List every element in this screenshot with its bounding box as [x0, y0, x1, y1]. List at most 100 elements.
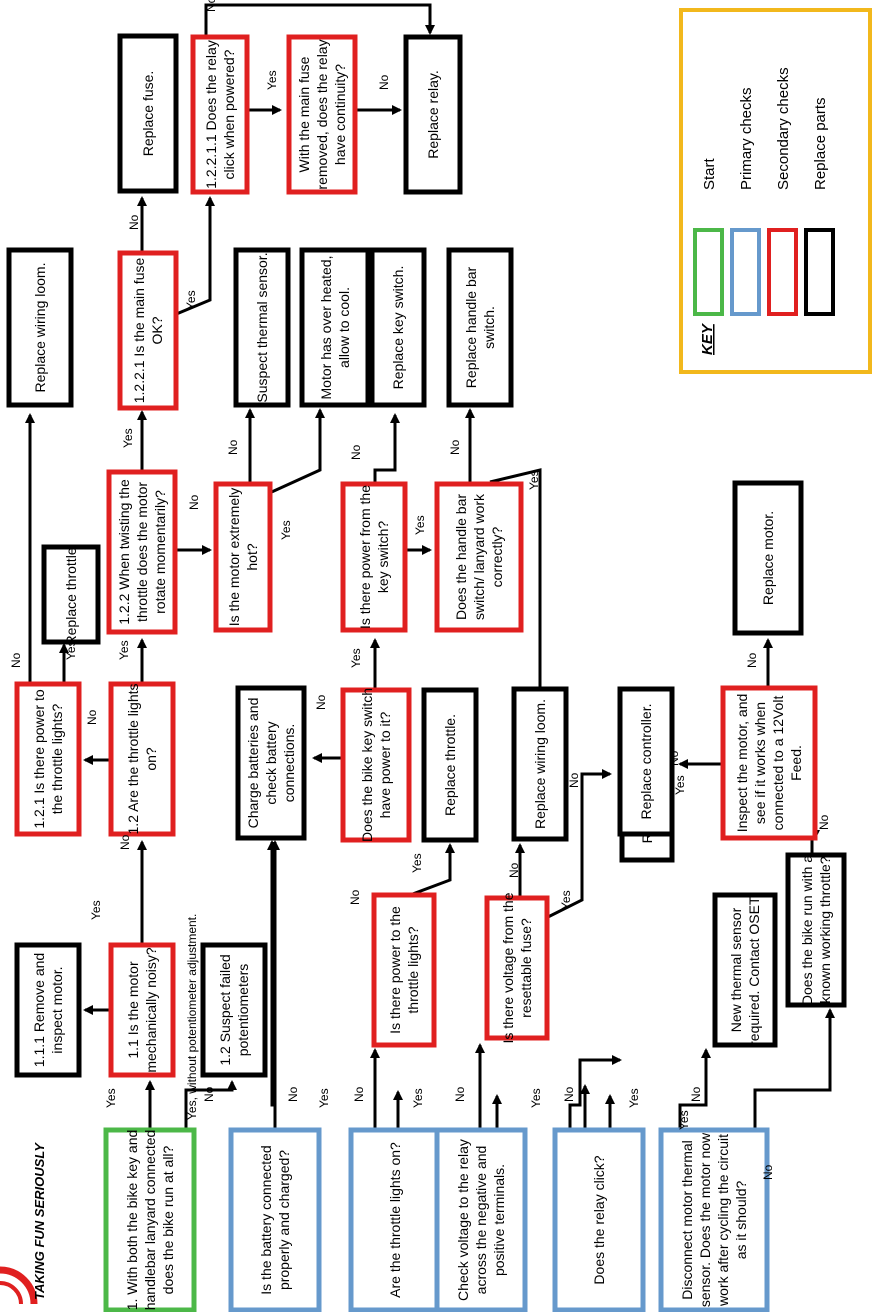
node-text: Motor has over heated,allow to cool. — [318, 256, 352, 400]
node-text-line: 1.2.2.1.1 Does the relay — [203, 40, 219, 189]
node-replace-motor: Replace motor. — [732, 480, 804, 636]
node-text-line: Does the bike key switch — [359, 688, 375, 842]
edge-label: No — [204, 0, 218, 12]
node-text: Does the relay click? — [591, 1155, 607, 1284]
edge-label: Yes — [317, 1088, 331, 1108]
node-box — [421, 687, 479, 843]
node-box — [41, 544, 101, 645]
node-text-line: 1.2.2.1 Is the main fuse — [131, 258, 147, 404]
flow-arrow — [204, 3, 435, 37]
node-text-line: Disconnect motor thermal — [679, 1140, 695, 1300]
edge-label: No — [507, 862, 521, 878]
node-box — [340, 481, 408, 633]
flow-arrow — [568, 1055, 622, 1130]
node-text: Replace controller. — [638, 704, 654, 820]
node-box — [552, 1127, 646, 1312]
edge-label: Yes — [627, 1088, 641, 1108]
edge-label: Yes — [265, 70, 279, 90]
node-box — [108, 942, 176, 1078]
flow-arrow — [409, 843, 455, 897]
node-text-line: Replace handle bar — [463, 266, 479, 388]
node-text-line: switch. — [481, 306, 497, 349]
node-box — [617, 686, 675, 837]
node-text-line: Is there voltage from the — [500, 892, 516, 1043]
node-over-heated: Motor has over heated,allow to cool. — [299, 247, 371, 408]
edge-label: Yes — [559, 890, 573, 910]
node-replace-throttle-b: Replace throttle. — [421, 687, 479, 843]
node-text-line: Replace key switch. — [390, 266, 406, 390]
edge-label: Yes — [349, 648, 363, 668]
edge-label: No — [448, 439, 462, 455]
legend-title: KEY — [699, 322, 716, 355]
node-text-line: see if it works when — [752, 702, 768, 824]
node-box — [732, 480, 804, 636]
node-text: Replace wiring loom. — [32, 263, 48, 393]
node-box — [369, 247, 427, 408]
node-text-line: Replace fuse. — [140, 71, 156, 157]
node-box — [213, 481, 273, 633]
legend: KEY Start Primary checks Secondary check… — [679, 8, 872, 374]
node-box — [190, 34, 250, 195]
node-text-line: check battery — [263, 721, 279, 804]
node-text-line: Replace relay. — [425, 70, 441, 158]
node-box — [658, 1127, 770, 1312]
legend-replace-swatch — [804, 228, 835, 316]
node-box — [14, 681, 82, 837]
flow-arrow — [753, 1008, 835, 1130]
edge-label: No — [118, 834, 132, 850]
edge-label: No — [286, 1086, 300, 1102]
legend-start-swatch — [693, 228, 724, 316]
node-box — [117, 250, 179, 411]
node-box — [511, 686, 569, 842]
node-text: Replace motor. — [760, 511, 776, 605]
node-text-line: removed, does the relay — [314, 39, 330, 189]
node-text-line: Inspect the motor, and — [734, 694, 750, 833]
node-box — [108, 681, 176, 837]
node-box — [299, 247, 371, 408]
node-text-line: 1. With both the bike key and — [124, 1130, 140, 1311]
node-box — [233, 247, 291, 408]
node-text: Replace fuse. — [140, 71, 156, 157]
brand-logo: TAKING FUN SERIOUSLY — [0, 1142, 47, 1305]
node-box — [340, 687, 412, 843]
edge-label: Yes, without potentiometer adjustment. — [185, 914, 199, 1120]
node-box — [106, 469, 178, 635]
edge-label: Yes — [527, 470, 541, 490]
node-replace-throttle-a: Replace throttle. — [41, 544, 101, 645]
node-replace-fuse: Replace fuse. — [117, 33, 179, 194]
node-text: Replace relay. — [425, 70, 441, 158]
node-text-line: Does the bike run with a — [799, 855, 815, 1005]
legend-replace-label: Replace parts — [812, 97, 829, 190]
node-text-line: Replace controller. — [638, 704, 654, 820]
edge-label: Yes — [529, 1088, 543, 1108]
node-box — [785, 852, 847, 1008]
node-text-line: 1.2.1 Is there power to — [31, 689, 47, 829]
edge-label: Yes — [413, 515, 427, 535]
node-text-line: have power to it? — [377, 711, 393, 818]
edge-label: No — [761, 1164, 775, 1180]
edge-label: No — [314, 694, 328, 710]
edge-label: No — [689, 1086, 703, 1102]
node-text-line: Suspect thermal sensor. — [254, 252, 270, 402]
edge-label: No — [127, 214, 141, 230]
node-text-line: key switch? — [375, 521, 391, 594]
node-replace-controller: Replace controller. — [617, 686, 675, 837]
node-text: Replace wiring loom. — [532, 699, 548, 829]
edge-label: Yes — [410, 853, 424, 873]
